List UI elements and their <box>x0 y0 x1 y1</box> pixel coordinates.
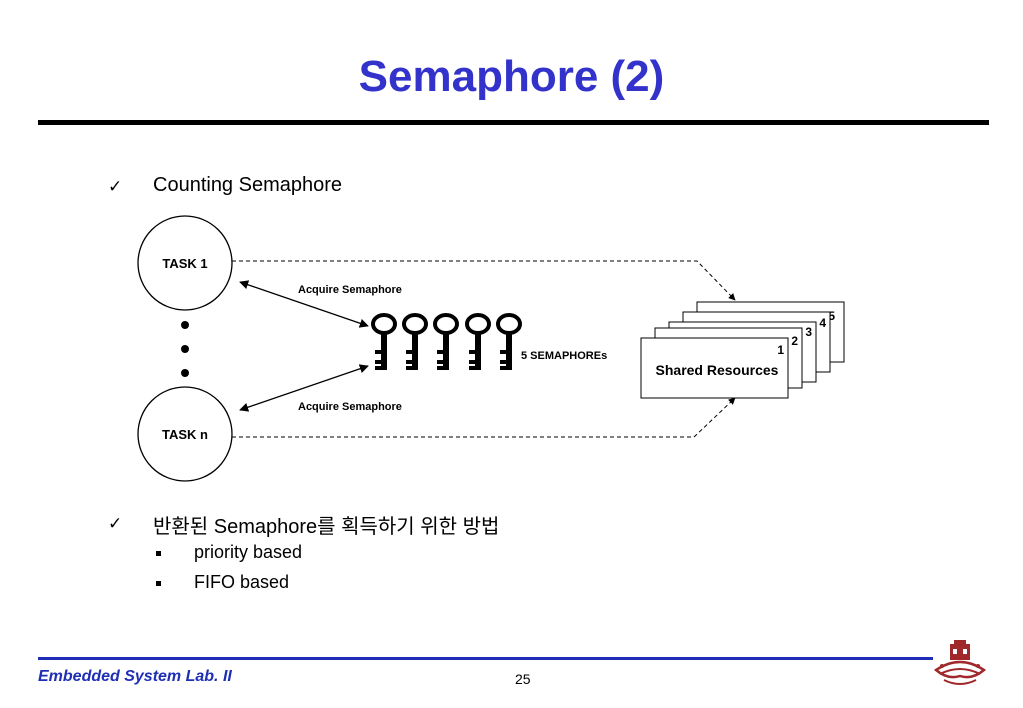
bullet-acquire-method: 반환된 Semaphore를 획득하기 위한 방법 <box>153 516 500 538</box>
bullet-counting-semaphore: Counting Semaphore <box>153 174 343 196</box>
acquire-label-top: Acquire Semaphore <box>298 284 402 296</box>
title-divider <box>38 120 989 125</box>
resource-number-5: 5 <box>828 309 835 323</box>
task-n-label: TASK n <box>162 427 208 442</box>
semaphores-label: 5 SEMAPHOREs <box>521 350 607 362</box>
task-1-label: TASK 1 <box>162 256 207 271</box>
dashed-link-task-n <box>232 397 736 438</box>
task-1-circle <box>137 215 233 311</box>
ellipsis-dot <box>181 369 189 377</box>
acquire-arrow-top <box>239 280 369 328</box>
slide-title: Semaphore (2) <box>358 52 665 101</box>
shared-resources-label: Shared Resources <box>656 362 779 378</box>
ellipsis-dot <box>181 321 189 329</box>
task-n-circle <box>137 386 233 482</box>
checkmark-icon: ✓ <box>108 514 123 534</box>
university-emblem-icon <box>933 640 987 685</box>
acquire-label-bottom: Acquire Semaphore <box>298 401 402 413</box>
key-icon <box>402 313 428 370</box>
page-number: 25 <box>515 671 531 687</box>
sub-bullet-priority: priority based <box>194 542 303 562</box>
dashed-link-task-1 <box>232 260 736 301</box>
key-icon <box>465 313 491 370</box>
sub-bullet-fifo: FIFO based <box>194 572 290 592</box>
resource-number-1: 1 <box>777 343 784 357</box>
checkmark-icon: ✓ <box>108 177 123 197</box>
key-icon <box>371 313 397 370</box>
key-icon <box>496 313 522 370</box>
resource-card-1 <box>640 337 789 399</box>
key-icon <box>433 313 459 370</box>
resource-number-3: 3 <box>805 325 812 339</box>
square-bullet-icon <box>156 551 161 556</box>
resource-number-2: 2 <box>791 334 798 348</box>
ellipsis-dot <box>181 345 189 353</box>
footer-lab-name: Embedded System Lab. II <box>38 668 232 685</box>
square-bullet-icon <box>156 581 161 586</box>
acquire-arrow-bottom <box>239 364 369 412</box>
resource-number-4: 4 <box>819 316 826 330</box>
footer-divider <box>38 657 933 660</box>
